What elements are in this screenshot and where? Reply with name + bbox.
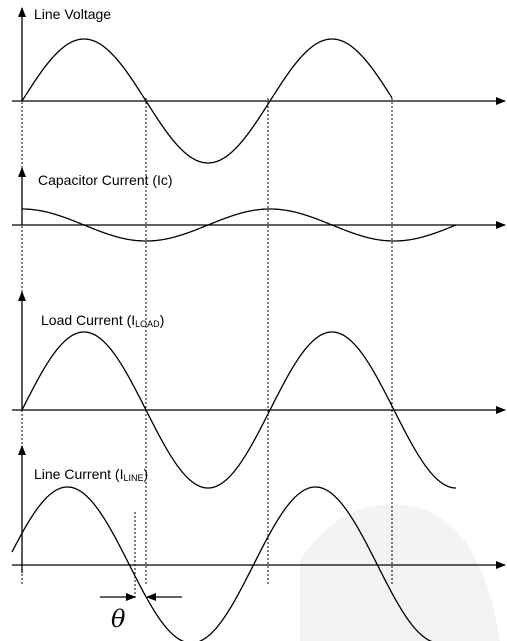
line-current-waveform: [11, 486, 433, 641]
load-current-waveform: [21, 331, 456, 489]
line-voltage-waveform: [21, 38, 393, 164]
panel-label-line-current: Line Current (ILINE): [34, 466, 149, 483]
panel-label-load-current: Load Current (ILOAD): [41, 312, 165, 329]
waveforms-group: [11, 38, 457, 641]
panel-label-line-voltage: Line Voltage: [34, 6, 112, 22]
axes-group: [12, 7, 506, 573]
capacitor-current-waveform: [22, 208, 457, 242]
theta-symbol: θ: [111, 605, 126, 633]
panel-label-capacitor-current: Capacitor Current (Ic): [38, 172, 173, 188]
background-watermark-shape: [300, 504, 500, 641]
